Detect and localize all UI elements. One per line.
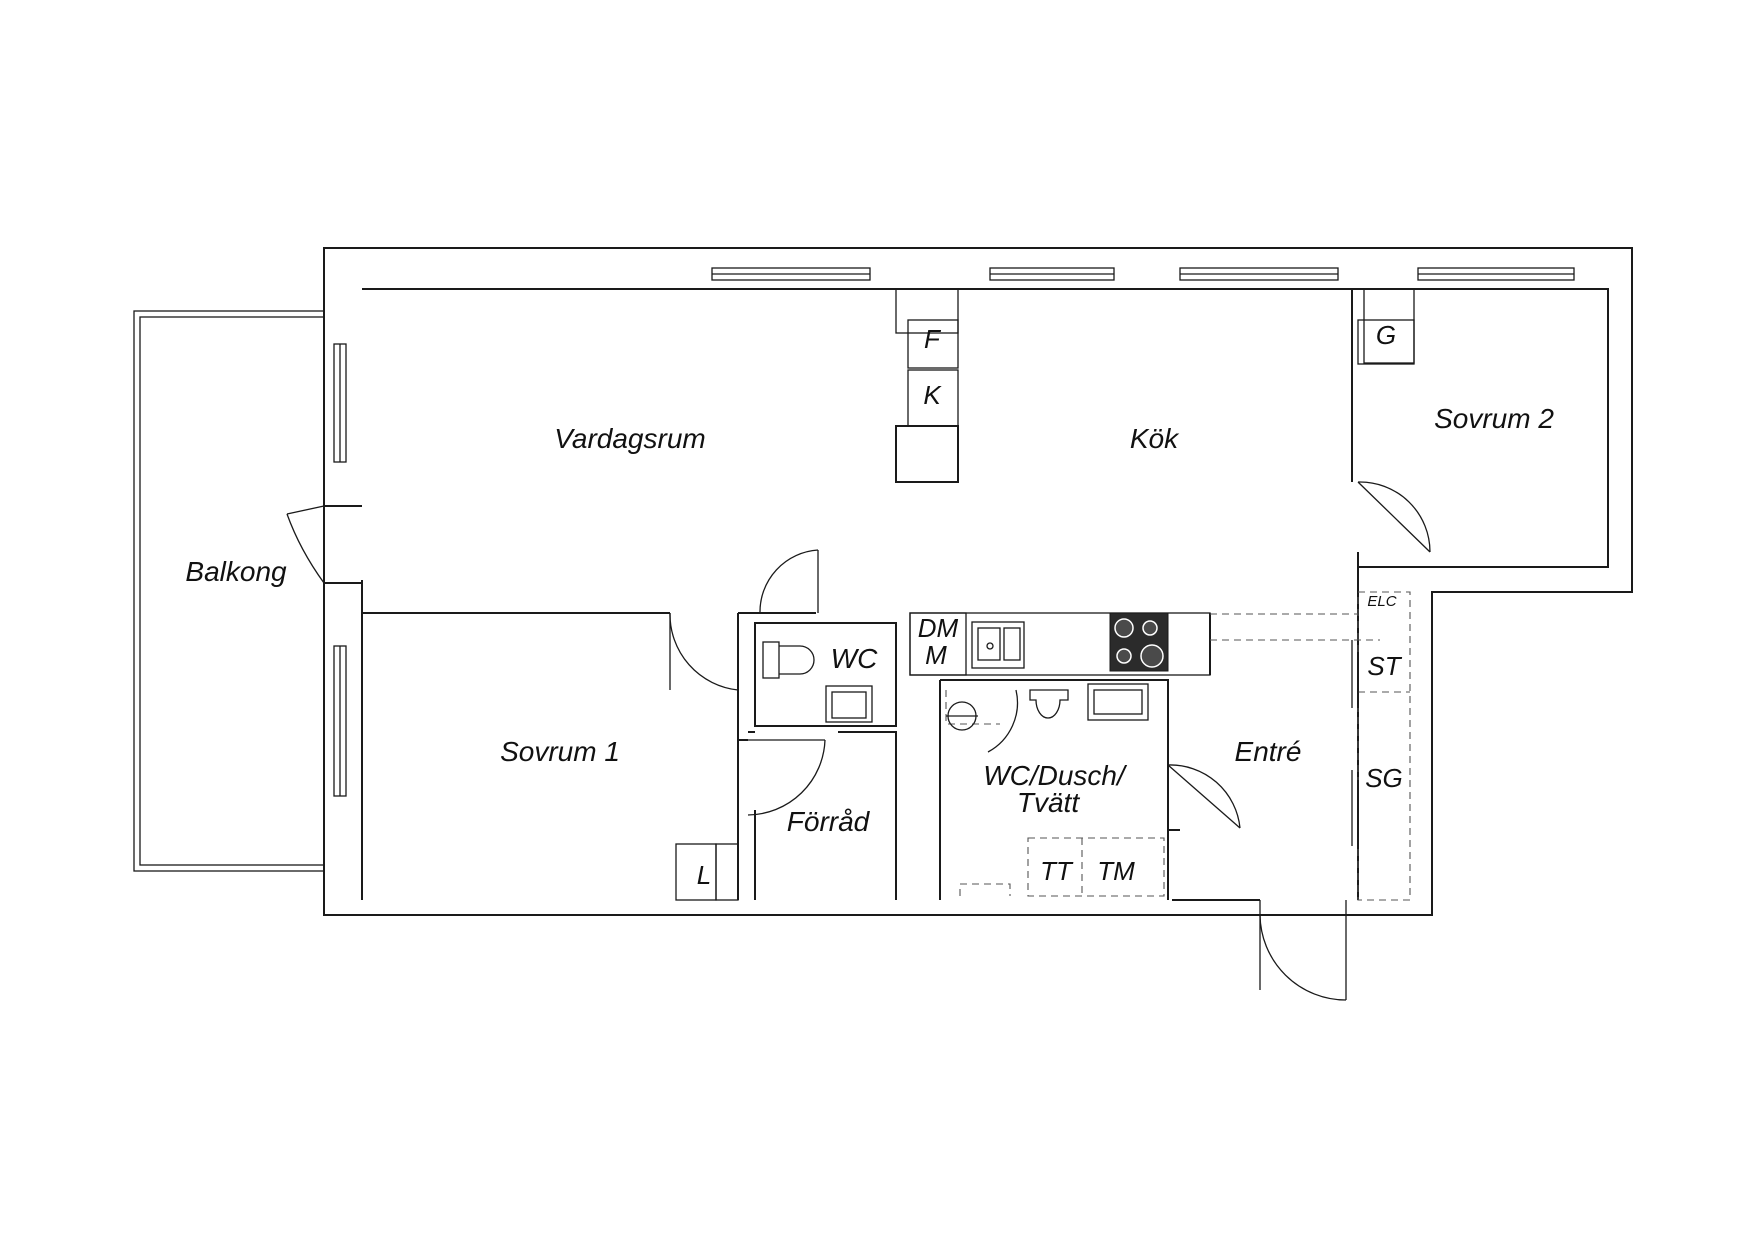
- outer-walls: [323, 247, 1633, 916]
- fixture-label-wardrobe-g: G: [1376, 320, 1396, 350]
- fixture-label-sg: SG: [1365, 763, 1403, 793]
- toilet-icon-wc: [762, 641, 815, 679]
- room-label-tvatt: Tvätt: [1017, 787, 1080, 818]
- toilet-icon-bath: [1029, 689, 1069, 719]
- room-label-vardagsrum: Vardagsrum: [554, 423, 705, 454]
- door-swings: [669, 481, 1431, 1001]
- fixture-label-dryer: TT: [1040, 856, 1074, 886]
- windows-top: [711, 267, 1575, 281]
- fixture-label-dishwasher: DM: [918, 613, 959, 643]
- wardrobe-outline: [1210, 591, 1411, 901]
- room-label-forrad: Förråd: [787, 806, 871, 837]
- stove-icon: [1109, 612, 1169, 672]
- fixture-label-st: ST: [1367, 651, 1402, 681]
- room-label-sovrum1: Sovrum 1: [500, 736, 620, 767]
- fixture-label-microwave: M: [925, 640, 947, 670]
- washbasin-icon-wc: [825, 685, 873, 723]
- windows-left: [333, 343, 347, 797]
- room-label-balkong: Balkong: [185, 556, 287, 587]
- balcony-door: [286, 505, 362, 584]
- kitchen-sink: [909, 612, 1025, 676]
- room-label-kok: Kök: [1130, 423, 1180, 454]
- fixture-label-linen: L: [697, 860, 711, 890]
- balcony: [133, 310, 325, 872]
- fixture-label-washer: TM: [1097, 856, 1135, 886]
- room-label-wc: WC: [831, 643, 878, 674]
- fixture-label-fridge: K: [923, 380, 942, 410]
- fixture-label-elc: ELC: [1367, 593, 1396, 610]
- laundry-outline: [945, 690, 1165, 897]
- shower-icon: [946, 689, 1019, 753]
- room-label-wc-dusch: WC/Dusch/: [983, 760, 1128, 791]
- interior-walls: [361, 288, 1415, 901]
- room-label-entre: Entré: [1235, 736, 1302, 767]
- room-label-sovrum2: Sovrum 2: [1434, 403, 1554, 434]
- fixture-label-freezer: F: [924, 324, 942, 354]
- washbasin-icon-bath: [1087, 683, 1149, 721]
